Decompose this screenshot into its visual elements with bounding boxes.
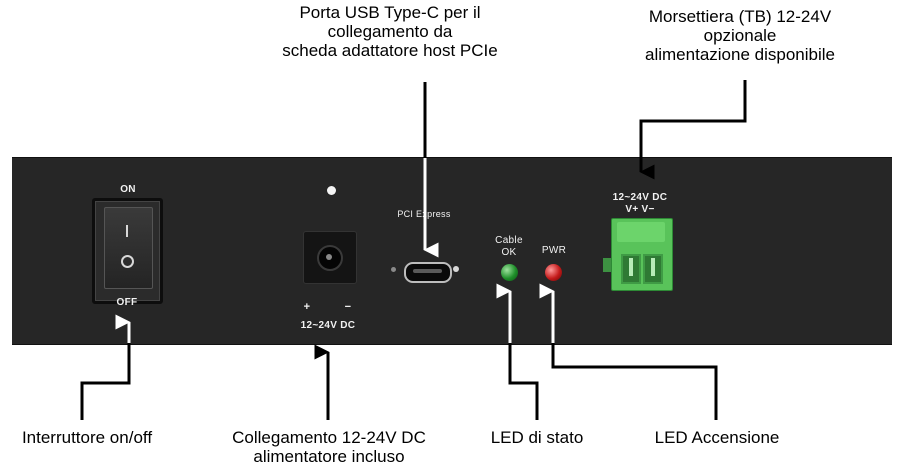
usb-callout-line1: Porta USB Type-C per il [299, 3, 481, 22]
device-rear-panel [12, 157, 892, 345]
dc-rating-label: 12~24V DC [300, 320, 356, 331]
terminal-rating-label: 12~24V DC [612, 192, 668, 203]
cable-ok-label-line1: Cable [495, 235, 523, 246]
dc-jack-pin [326, 254, 332, 260]
power-led-callout: LED Accensione [654, 428, 780, 447]
usb-left-dot [391, 267, 396, 272]
usb-callout-line2: collegamento da [327, 22, 453, 41]
terminal-block-top [617, 222, 665, 242]
switch-on-label: ON [120, 184, 136, 195]
indicator-dot [327, 186, 336, 195]
usb-port-callout: Porta USB Type-C per il collegamento da … [270, 3, 510, 60]
switch-off-label: OFF [116, 297, 138, 308]
terminal-block-clip [603, 258, 613, 272]
status-leader-outer [508, 343, 539, 420]
terminal-pins-label: V+ V− [625, 204, 655, 215]
usb-c-tongue [413, 269, 442, 273]
terminal-block-callout: Morsettiera (TB) 12-24V opzionale alimen… [610, 7, 870, 64]
cable-ok-label-line2: OK [501, 247, 517, 258]
pwr-label: PWR [541, 245, 567, 256]
switch-callout: Interruttore on/off [21, 428, 153, 447]
usb-callout-line3: scheda adattatore host PCIe [282, 41, 498, 60]
dc-callout-line1: Collegamento 12-24V DC [232, 428, 426, 447]
terminal-leader [639, 80, 747, 180]
dc-callout-line2: alimentatore incluso [253, 447, 405, 466]
status-led [501, 264, 518, 281]
dc-plus-label: + [303, 301, 311, 313]
switch-leader-outer [80, 343, 131, 420]
terminal-slot-right [651, 258, 655, 276]
dc-minus-label: − [344, 301, 352, 313]
rocker-on-mark [126, 225, 128, 237]
dc-jack-callout: Collegamento 12-24V DC alimentatore incl… [198, 428, 460, 466]
status-led-callout: LED di stato [490, 428, 584, 447]
terminal-callout-line1: Morsettiera (TB) 12-24V [648, 7, 832, 26]
terminal-callout-line2: opzionale [703, 26, 777, 45]
power-leader-outer [551, 343, 718, 420]
terminal-slot-left [629, 258, 633, 276]
rocker-off-mark [121, 255, 134, 268]
usb-right-dot [453, 266, 459, 272]
power-led [545, 264, 562, 281]
terminal-callout-line3: alimentazione disponibile [645, 45, 835, 64]
power-switch-rocker [104, 207, 153, 289]
